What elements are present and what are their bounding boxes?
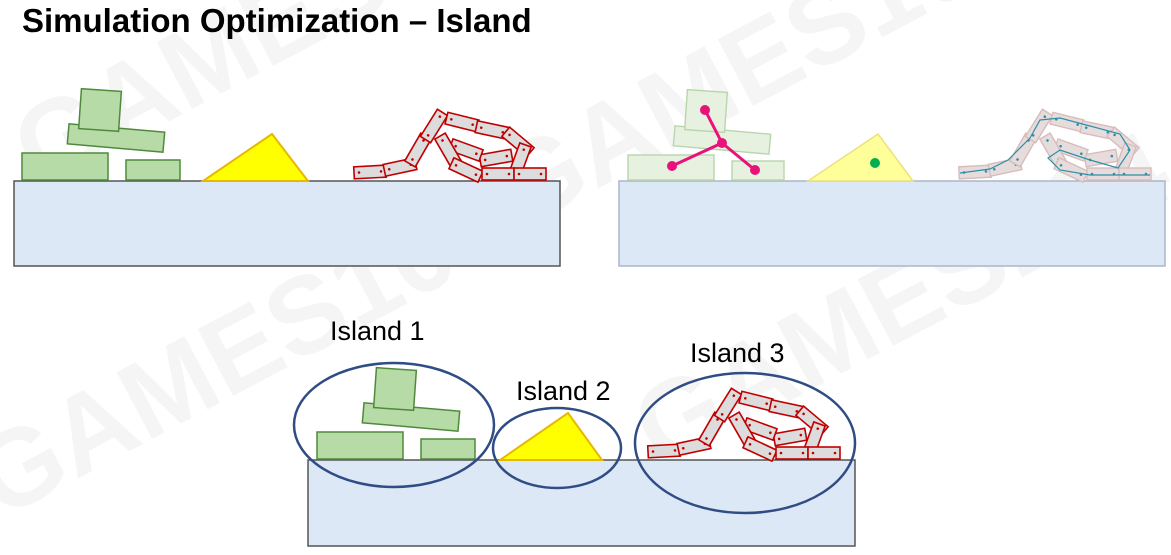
ground-slab: [307, 459, 856, 547]
box: [21, 152, 109, 181]
box: [125, 159, 181, 181]
island-outline-1: [292, 361, 496, 489]
triangle: [805, 132, 915, 182]
chain-constraint-path: [959, 117, 1150, 176]
box: [316, 431, 404, 460]
triangle-center-dot: [870, 158, 880, 168]
triangle: [496, 411, 604, 461]
box-constraint-graph: [667, 105, 760, 175]
box: [627, 154, 715, 181]
scene-original: [13, 87, 561, 267]
island-label-3: Island 3: [690, 338, 785, 368]
box: [77, 87, 123, 133]
island-outline-3: [633, 371, 857, 515]
ground-slab: [13, 180, 561, 267]
box: [420, 438, 476, 460]
scene-islands: Island 1 Island 2 Island 3: [292, 316, 857, 547]
triangle: [199, 132, 311, 182]
island-label-1: Island 1: [330, 316, 425, 346]
ground-slab: [618, 180, 1166, 267]
box: [372, 366, 418, 412]
scene-constraints: [618, 88, 1166, 267]
island-label-2: Island 2: [516, 376, 611, 406]
slide-title: Simulation Optimization – Island: [22, 2, 532, 39]
island-outline-2: [491, 406, 623, 490]
